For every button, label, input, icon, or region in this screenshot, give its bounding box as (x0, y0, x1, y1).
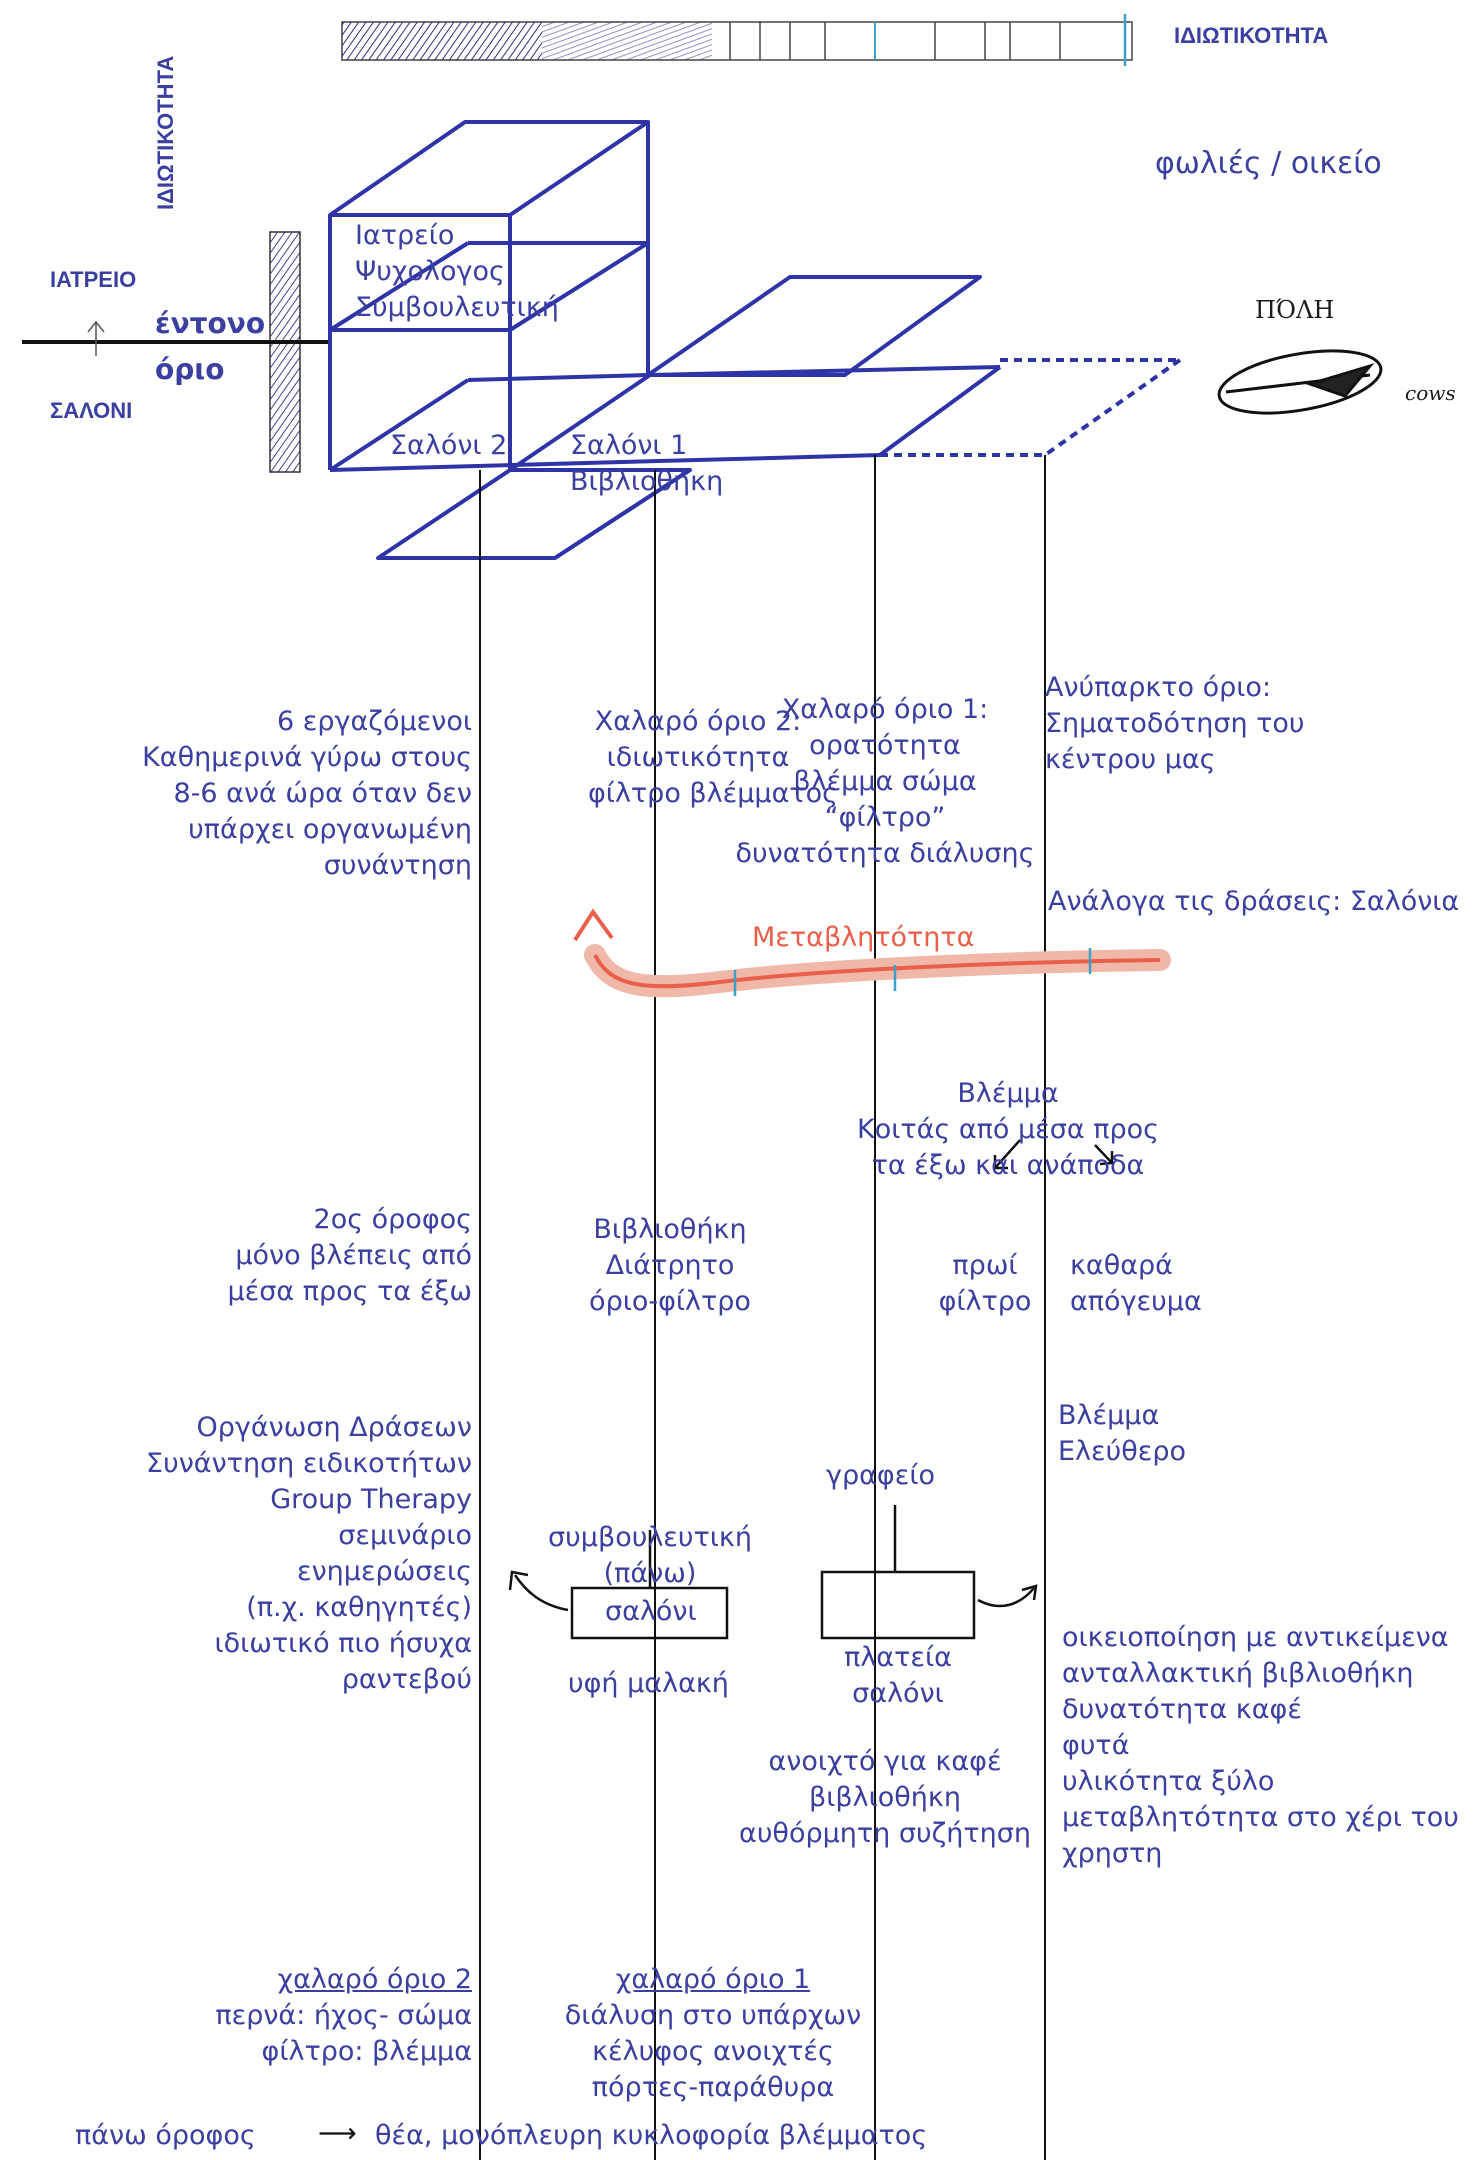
saloni-box-label: σαλόνι (605, 1596, 697, 1627)
isometric-cube-sketch (328, 120, 1002, 560)
box-text-2: Ψυχολογος (355, 256, 505, 287)
nests-label: φωλιές / οικείο (1155, 146, 1382, 181)
saloni2-label: Σαλόνι 2 (390, 430, 508, 461)
soft-texture-label: υφή μαλακή (568, 1668, 729, 1699)
vertical-bar-label: ΙΔΙΩΤΙΚΟΤΗΤΑ (153, 55, 178, 210)
actions-saloons: Ανάλογα τις δράσεις: Σαλόνια (1048, 886, 1460, 917)
variability-label: Μεταβλητότητα (752, 922, 975, 953)
arrow-up-icon (87, 320, 105, 356)
saloni-label: ΣΑΛΟΝΙ (50, 398, 133, 423)
privacy-gradient-bar-top (341, 14, 1133, 66)
arrow-right-icon: ⟶ (318, 2118, 357, 2149)
diagonal-arrows (993, 1139, 1114, 1170)
iatreio-label: ΙΑΤΡΕΙΟ (50, 267, 137, 292)
view-label: θέα, μονόπλευρη κυκλοφορία βλέμματος (375, 2120, 928, 2151)
counseling-label: συμβουλευτική(πάνω) (548, 1522, 752, 1589)
saloni-box-sketch (508, 1530, 729, 1640)
strong-boundary-label-1: έντονο (155, 307, 266, 340)
box-text-1: Ιατρείο (355, 220, 455, 251)
box-text-3: Συμβουλευτική (355, 292, 559, 323)
dashed-extension (880, 358, 1182, 457)
library-label: Βιβλιοθήκη (570, 466, 724, 497)
top-bar-label: ΙΔΙΩΤΙΚΟΤΗΤΑ (1174, 23, 1329, 48)
city-sublabel: cows (1405, 381, 1456, 405)
strong-boundary-label-2: όριο (155, 353, 225, 386)
city-eye-sketch (1217, 349, 1383, 415)
privacy-gradient-bar-vertical (269, 231, 301, 473)
office-label: γραφείο (826, 1460, 935, 1491)
city-label: ΠΌΛΗ (1255, 296, 1335, 324)
saloni1-label: Σαλόνι 1 (570, 430, 688, 461)
upper-floor-label: πάνω όροφος (75, 2120, 256, 2151)
vertical-guide-lines (479, 455, 1046, 2160)
variability-arrow (573, 908, 1171, 998)
plateia-box-sketch (820, 1505, 1038, 1640)
